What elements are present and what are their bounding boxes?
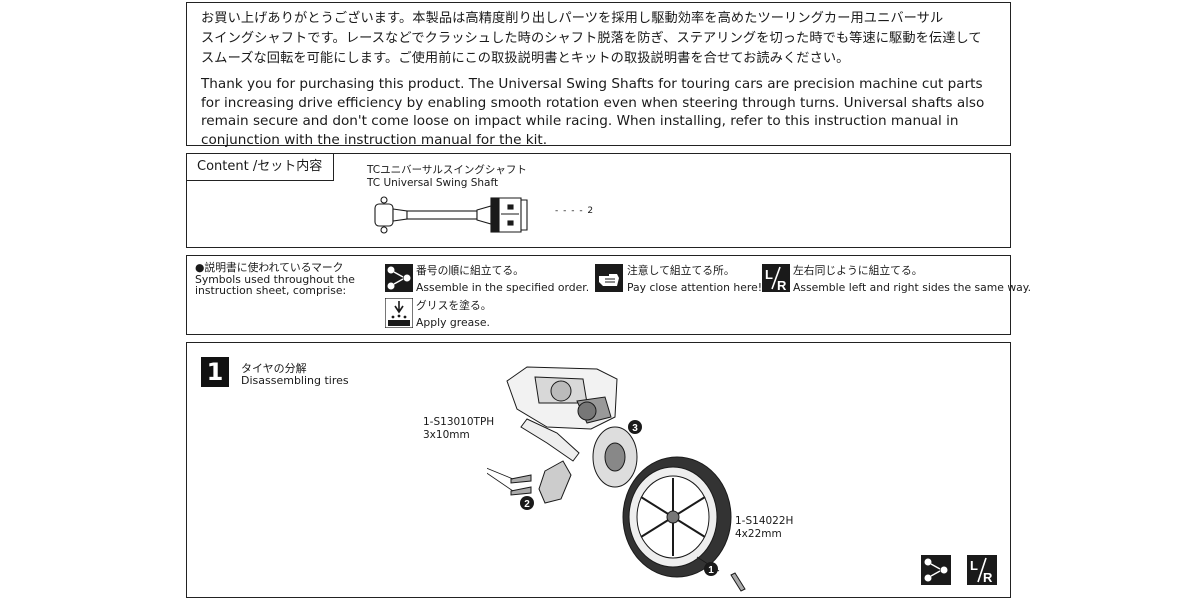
left-right-icon-mini: L R bbox=[967, 555, 997, 585]
symbol-lr-en: Assemble left and right sides the same w… bbox=[793, 281, 1032, 294]
content-box: Content /セット内容 TCユニバーサルスイングシャフト TC Unive… bbox=[186, 153, 1011, 248]
quantity-label: - - - - 2 bbox=[555, 206, 595, 216]
product-name-jp: TCユニバーサルスイングシャフト bbox=[367, 164, 527, 176]
callout-3: 3 bbox=[632, 423, 638, 434]
symbols-lead-line-1: ●説明書に使われているマーク bbox=[195, 261, 344, 274]
svg-text:L: L bbox=[765, 267, 773, 282]
svg-text:R: R bbox=[777, 278, 787, 292]
left-right-icon: L R bbox=[762, 264, 790, 292]
intro-en-text: Thank you for purchasing this product. T… bbox=[201, 76, 985, 148]
symbols-box: ●説明書に使われているマーク Symbols used throughout t… bbox=[186, 255, 1031, 335]
symbol-grease-jp: グリスを塗る。 bbox=[416, 299, 492, 312]
intro-box: お買い上げありがとうございます。本製品は高精度削り出しパーツを採用し駆動効率を高… bbox=[186, 2, 1011, 148]
step-title-jp: タイヤの分解 bbox=[241, 362, 307, 375]
svg-text:R: R bbox=[983, 570, 993, 585]
symbol-order-jp: 番号の順に組立てる。 bbox=[416, 264, 524, 277]
symbols-lead: ●説明書に使われているマーク Symbols used throughout t… bbox=[195, 262, 355, 297]
part-screw-small: 1-S13010TPH 3x10mm bbox=[423, 416, 494, 442]
symbol-grease-en: Apply grease. bbox=[416, 316, 490, 329]
symbols-lead-line-2: Symbols used throughout the bbox=[195, 272, 355, 286]
callout-1: 1 bbox=[708, 565, 714, 576]
part-screw-small-code: 1-S13010TPH bbox=[423, 416, 495, 428]
symbol-order-en: Assemble in the specified order. bbox=[416, 281, 590, 294]
symbol-caution-en: Pay close attention here! bbox=[627, 281, 763, 294]
numbered-order-icon bbox=[385, 264, 413, 292]
numbered-order-icon-mini bbox=[921, 555, 951, 585]
symbol-caution-jp: 注意して組立てる所。 bbox=[627, 264, 735, 277]
symbol-lr-jp: 左右同じように組立てる。 bbox=[793, 264, 923, 277]
intro-jp-line-2: スイングシャフトです。レースなどでクラッシュした時のシャフト脱落を防ぎ、ステアリ… bbox=[201, 31, 982, 46]
part-screw-large-code: 1-S14022H bbox=[735, 515, 794, 527]
svg-text:L: L bbox=[970, 558, 978, 573]
intro-jp-line-1: お買い上げありがとうございます。本製品は高精度削り出しパーツを採用し駆動効率を高… bbox=[201, 11, 944, 26]
tire-disassembly-drawing: 2 3 1 bbox=[487, 366, 746, 592]
swing-shaft-drawing bbox=[374, 196, 528, 234]
caution-hand-icon bbox=[595, 264, 623, 292]
part-screw-small-size: 3x10mm bbox=[423, 429, 470, 441]
intro-jp-line-3: スムーズな回転を可能にします。ご使用前にこの取扱説明書とキットの取扱説明書を合せ… bbox=[201, 51, 850, 66]
content-label: Content /セット内容 bbox=[187, 154, 334, 181]
part-screw-large: 1-S14022H 4x22mm bbox=[735, 515, 793, 541]
step-title-en: Disassembling tires bbox=[241, 374, 349, 387]
product-name-en: TC Universal Swing Shaft bbox=[367, 177, 499, 189]
part-screw-large-size: 4x22mm bbox=[735, 528, 782, 540]
step-1-box: 1 タイヤの分解 Disassembling tires 1-S13010TPH… bbox=[186, 342, 1011, 598]
symbols-lead-line-3: instruction sheet, comprise: bbox=[195, 284, 347, 297]
callout-2: 2 bbox=[524, 499, 530, 510]
grease-icon bbox=[385, 298, 413, 328]
step-number: 1 bbox=[201, 357, 229, 387]
